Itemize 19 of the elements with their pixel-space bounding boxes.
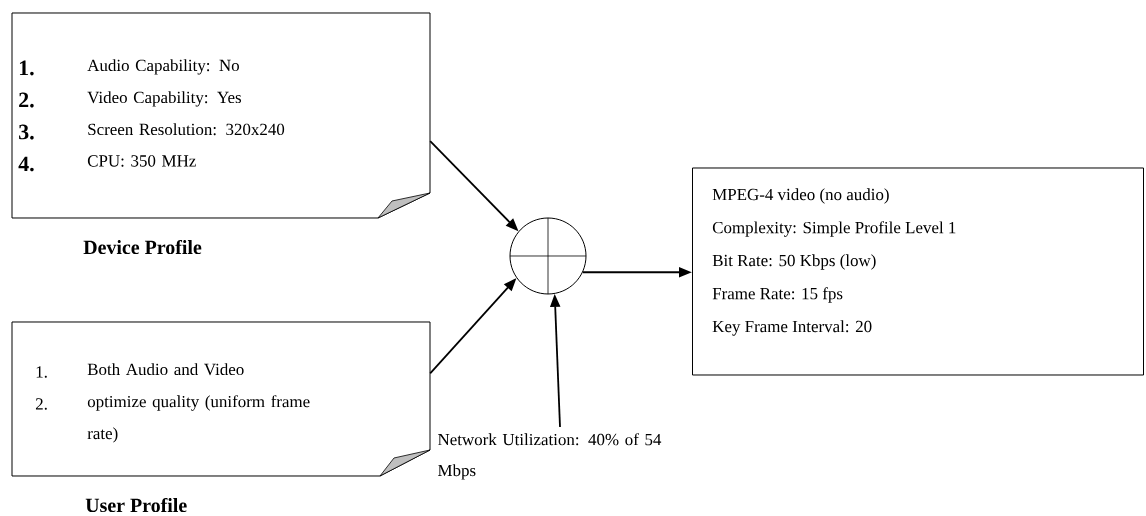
node-label: 1. xyxy=(36,366,47,378)
note-card: 1. Audio Capability: No 2. Video Capability: Yes 3. Screen Resolution: 320x240 4. CPU: 350 MHz xyxy=(11,12,431,219)
network-label: Network Utilization: 40% of 54 Mbps xyxy=(438,433,662,480)
node-label: 2. xyxy=(19,92,34,108)
node-label: 3. xyxy=(19,124,34,140)
profile-heading: User Profile xyxy=(85,497,187,513)
node-label: Audio Capability: No xyxy=(87,59,239,75)
node-label: 1. xyxy=(19,60,34,76)
node-label: Video Capability: Yes xyxy=(87,91,242,107)
summing-junction xyxy=(509,217,587,295)
node-label: Screen Resolution: 320x240 xyxy=(88,123,285,136)
node-label: 2. xyxy=(35,398,47,410)
node-label: Both Audio and Video xyxy=(87,363,244,376)
node-label: CPU: 350 MHz xyxy=(87,155,196,167)
node-label: optimize quality (uniform frame rate) xyxy=(87,395,310,443)
note-card: 1. Both Audio and Video 2. optimize quality (uniform frame rate) xyxy=(11,321,431,477)
node-label: 4. xyxy=(18,156,34,172)
profile-heading: Device Profile xyxy=(83,239,202,255)
output-box: MPEG-4 video (no audio) Complexity: Simple Profile Level 1 Bit Rate: 50 Kbps (low) Frame Rate: 15 fps Key Frame Interval: 20 xyxy=(692,167,1144,376)
